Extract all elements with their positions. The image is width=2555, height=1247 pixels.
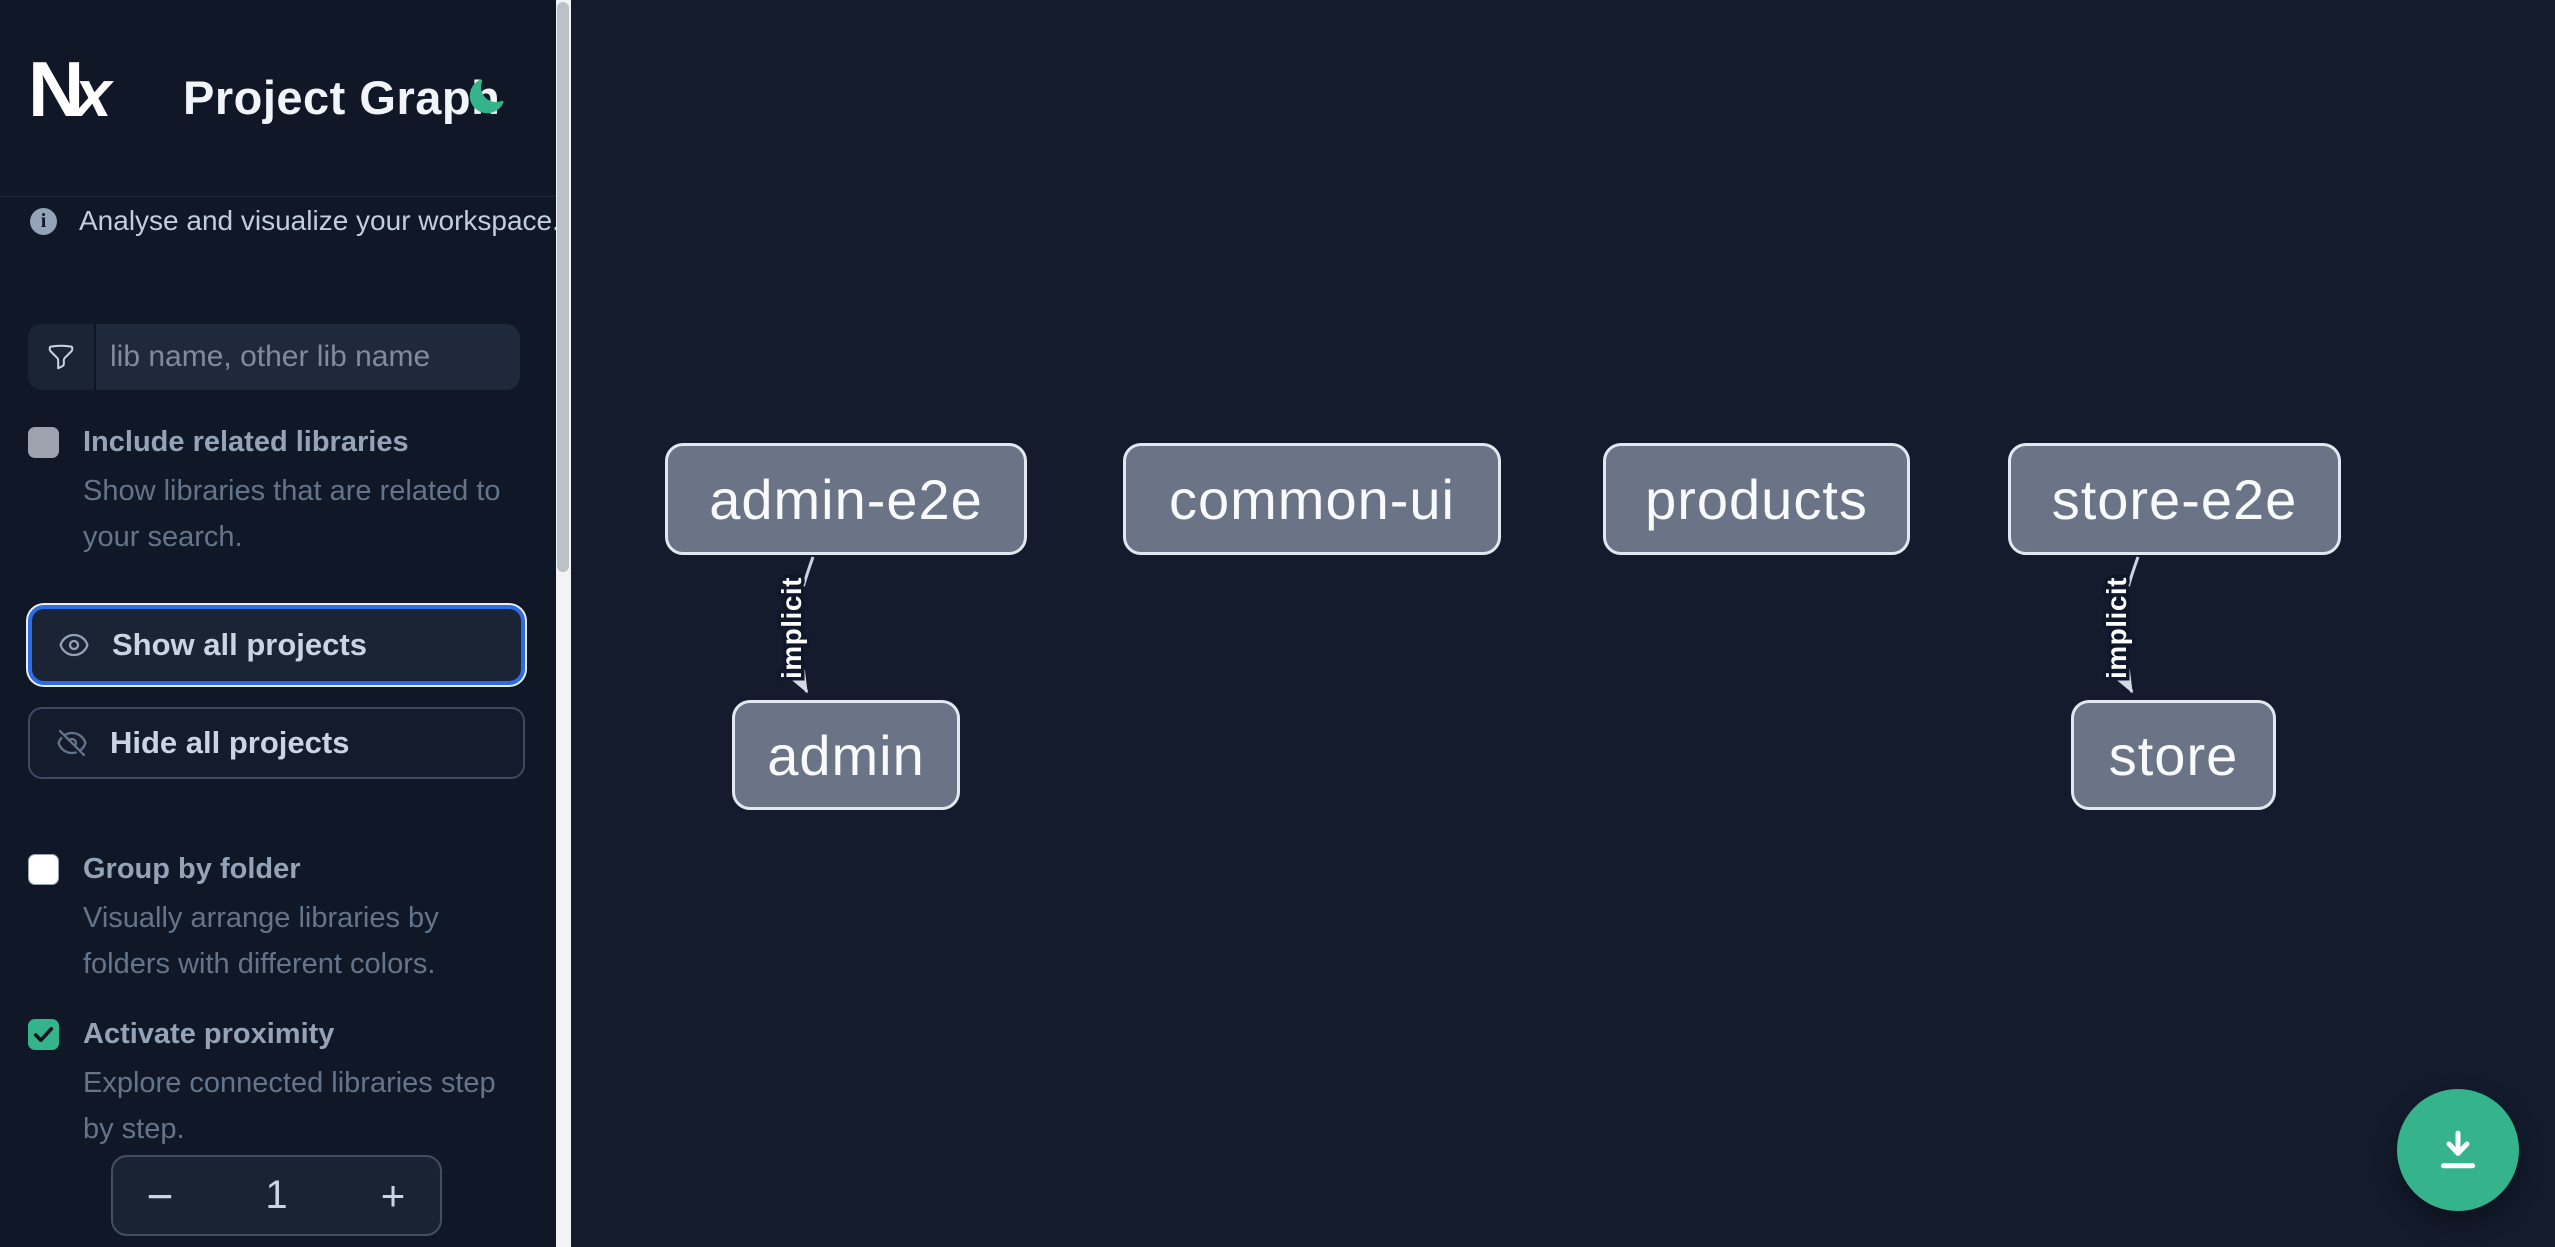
include-related-description: Show libraries that are related to your … bbox=[83, 475, 501, 553]
graph-node-products[interactable]: products bbox=[1603, 443, 1910, 555]
include-related-checkbox[interactable] bbox=[28, 427, 59, 458]
option-group-by-folder: Group by folder Visually arrange librari… bbox=[28, 851, 483, 987]
info-icon: i bbox=[30, 207, 57, 235]
include-related-label[interactable]: Include related libraries bbox=[83, 426, 409, 458]
download-graph-button[interactable] bbox=[2397, 1089, 2519, 1211]
graph-node-admin[interactable]: admin bbox=[732, 700, 960, 810]
graph-node-admin-e2e[interactable]: admin-e2e bbox=[665, 443, 1027, 555]
proximity-increment-button[interactable]: + bbox=[346, 1157, 440, 1234]
check-icon bbox=[31, 1022, 56, 1047]
lib-filter-input[interactable] bbox=[96, 324, 520, 390]
project-graph-canvas[interactable]: implicit implicit admin-e2e common-ui pr… bbox=[571, 0, 2555, 1247]
activate-proximity-description: Explore connected libraries step by step… bbox=[83, 1067, 496, 1145]
filter-field bbox=[28, 324, 520, 390]
eye-icon bbox=[58, 629, 90, 661]
info-text: Analyse and visualize your workspace. bbox=[79, 205, 560, 236]
hide-all-projects-button[interactable]: Hide all projects bbox=[28, 707, 525, 779]
graph-node-store[interactable]: store bbox=[2071, 700, 2276, 810]
activate-proximity-checkbox[interactable] bbox=[28, 1019, 59, 1050]
proximity-stepper: − 1 + bbox=[111, 1155, 442, 1236]
edge-store-e2e-to-store bbox=[2114, 556, 2140, 694]
svg-text:x: x bbox=[72, 56, 114, 126]
hide-all-projects-label: Hide all projects bbox=[110, 725, 350, 760]
funnel-icon bbox=[28, 324, 96, 390]
theme-toggle-button[interactable] bbox=[462, 74, 510, 122]
activate-proximity-label[interactable]: Activate proximity bbox=[83, 1018, 335, 1050]
edge-label-implicit-admin: implicit bbox=[776, 577, 807, 679]
nx-logo: N x bbox=[28, 54, 114, 126]
show-all-projects-label: Show all projects bbox=[112, 627, 367, 662]
sidebar: N x Project Graph i Analyse and visualiz… bbox=[0, 0, 571, 1247]
sidebar-header: N x Project Graph bbox=[0, 0, 556, 197]
sidebar-scrollbar-thumb[interactable] bbox=[557, 2, 569, 572]
edge-admin-e2e-to-admin bbox=[789, 556, 815, 694]
svg-text:N: N bbox=[28, 54, 84, 126]
group-by-folder-label[interactable]: Group by folder bbox=[83, 853, 301, 885]
graph-node-common-ui[interactable]: common-ui bbox=[1123, 443, 1501, 555]
graph-edges-layer: implicit implicit bbox=[773, 556, 2140, 694]
option-activate-proximity: Activate proximity Explore connected lib… bbox=[28, 1016, 513, 1152]
group-by-folder-checkbox[interactable] bbox=[28, 854, 59, 885]
show-all-projects-button[interactable]: Show all projects bbox=[28, 605, 525, 685]
page-title: Project Graph bbox=[183, 71, 501, 124]
eye-slash-icon bbox=[56, 727, 88, 759]
download-icon bbox=[2431, 1123, 2485, 1177]
moon-icon bbox=[466, 78, 506, 120]
edge-label-implicit-store: implicit bbox=[2101, 577, 2132, 679]
workspace-info: i Analyse and visualize your workspace. bbox=[30, 205, 560, 237]
proximity-decrement-button[interactable]: − bbox=[113, 1157, 207, 1234]
proximity-value: 1 bbox=[265, 1173, 288, 1217]
group-by-folder-description: Visually arrange libraries by folders wi… bbox=[83, 902, 439, 980]
option-include-related-libraries: Include related libraries Show libraries… bbox=[28, 424, 511, 560]
graph-node-store-e2e[interactable]: store-e2e bbox=[2008, 443, 2341, 555]
sidebar-scrollbar-track[interactable] bbox=[556, 0, 571, 1247]
